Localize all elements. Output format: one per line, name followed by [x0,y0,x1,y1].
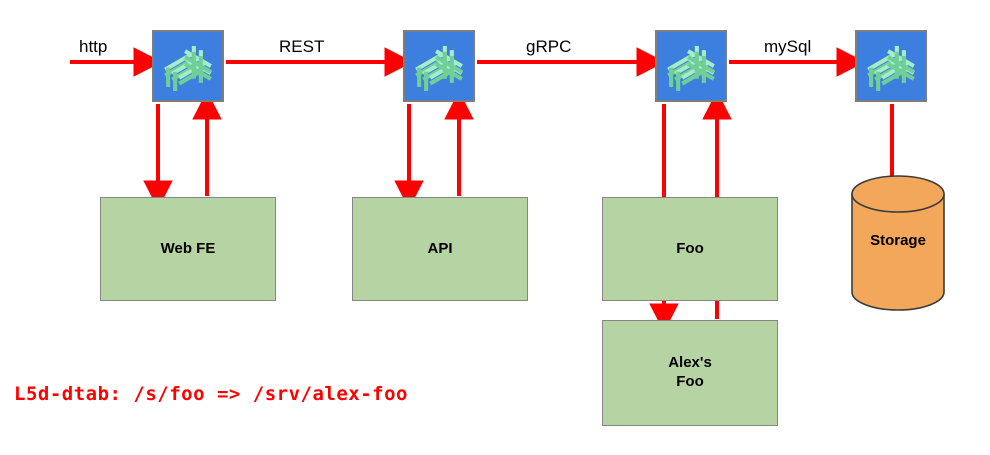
dtab-note: L5d-dtab: /s/foo => /srv/alex-foo [14,383,408,405]
edge-label-rest: REST [279,37,325,56]
service-box-alex-foo[interactable]: Alex's Foo [602,320,778,426]
service-label-web-fe: Web FE [160,239,216,257]
service-label-api: API [427,239,453,257]
linkerd-proxy-foo[interactable] [655,30,727,102]
service-box-foo[interactable]: Foo [602,197,778,301]
storage-cylinder[interactable]: Storage [851,175,945,311]
service-label-alex-foo: Alex's Foo [668,354,712,390]
service-box-web-fe[interactable]: Web FE [100,197,276,301]
linkerd-logo-icon [415,46,463,92]
linkerd-proxy-storage[interactable] [855,30,927,102]
edge-label-mysql: mySql [764,37,812,56]
edge-label-grpc: gRPC [526,37,572,56]
storage-label: Storage [870,232,926,249]
linkerd-proxy-api[interactable] [403,30,475,102]
edge-label-http: http [79,37,108,56]
linkerd-logo-icon [164,46,212,92]
linkerd-logo-icon [867,46,915,92]
service-label-foo: Foo [676,239,704,257]
linkerd-proxy-web[interactable] [152,30,224,102]
service-box-api[interactable]: API [352,197,528,301]
linkerd-logo-icon [667,46,715,92]
